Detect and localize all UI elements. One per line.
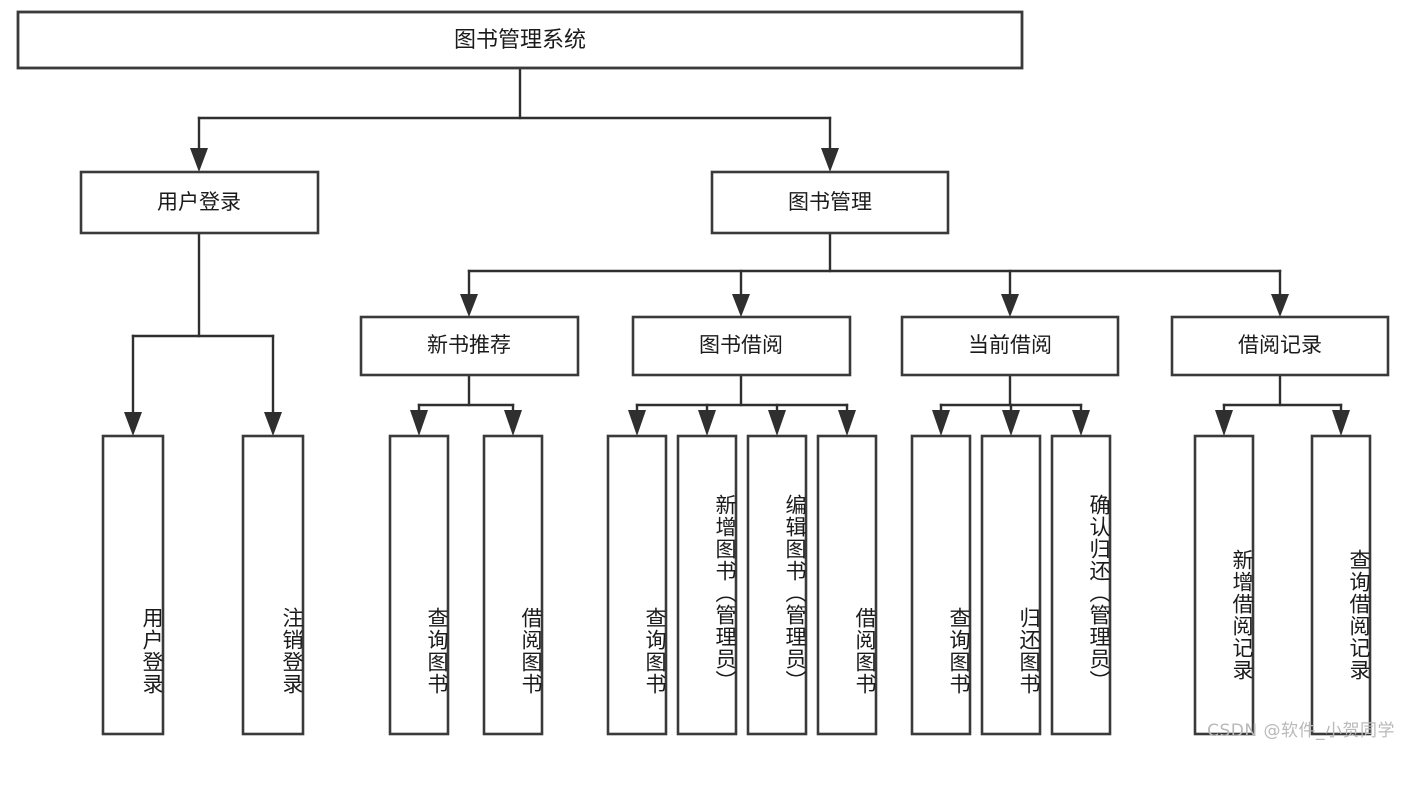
node-leaf-add-record-box[interactable] [1193, 434, 1255, 736]
arrowhead-leaf-user-logout [264, 412, 282, 436]
node-book-borrow[interactable]: 图书借阅 [631, 315, 852, 377]
node-leaf-add-book-box[interactable] [676, 434, 738, 736]
node-leaf-query-record-box[interactable] [1310, 434, 1372, 736]
node-leaf-user-logout-box[interactable] [241, 434, 305, 736]
node-user-login-label: 用户登录 [157, 190, 241, 214]
arrowhead-leaf-query-book-1 [410, 410, 428, 436]
node-current-borrow[interactable]: 当前借阅 [900, 315, 1120, 377]
arrowhead-leaf-return-book [1002, 410, 1020, 436]
node-user-login-box[interactable] [79, 170, 320, 235]
node-current-borrow-label: 当前借阅 [968, 333, 1052, 357]
connector-layer [124, 66, 1350, 436]
arrowhead-leaf-user-login [124, 412, 142, 436]
node-leaf-edit-book-box[interactable] [746, 434, 808, 736]
node-borrow-record[interactable]: 借阅记录 [1170, 315, 1390, 377]
node-new-book-recommend-box[interactable] [359, 315, 580, 377]
node-borrow-record-label: 借阅记录 [1238, 333, 1322, 357]
csdn-watermark: CSDN @软件_小贺同学 [1207, 721, 1395, 741]
arrowhead-leaf-query-book-2 [628, 410, 646, 436]
node-book-manage[interactable]: 图书管理 [710, 170, 950, 235]
arrowhead-leaf-query-record [1332, 410, 1350, 436]
arrowhead-leaf-query-book-3 [932, 410, 950, 436]
arrowhead-leaf-borrow-book-2 [838, 410, 856, 436]
arrowhead-leaf-add-book [698, 410, 716, 436]
arrowhead-leaf-edit-book [768, 410, 786, 436]
arrowhead-leaf-borrow-book-1 [504, 410, 522, 436]
node-book-borrow-label: 图书借阅 [699, 333, 783, 357]
node-borrow-record-box[interactable] [1170, 315, 1390, 377]
node-leaf-borrow-book-2-box[interactable] [816, 434, 878, 736]
arrowhead-current-borrow [1001, 294, 1019, 317]
node-leaf-borrow-book-1-box[interactable] [482, 434, 544, 736]
node-leaf-user-login-box[interactable] [101, 434, 165, 736]
node-new-book-recommend[interactable]: 新书推荐 [359, 315, 580, 377]
node-leaf-return-book-box[interactable] [980, 434, 1042, 736]
node-leaf-confirm-return-box[interactable] [1050, 434, 1112, 736]
arrowhead-borrow-record [1271, 294, 1289, 317]
arrowhead-book-borrow [732, 294, 750, 317]
node-user-login[interactable]: 用户登录 [79, 170, 320, 235]
node-book-borrow-box[interactable] [631, 315, 852, 377]
node-new-book-recommend-label: 新书推荐 [427, 333, 511, 357]
arrowhead-user-login [190, 148, 208, 172]
diagram-svg: 图书管理系统 用户登录 图书管理 新书推荐 图书借阅 当前借阅 借阅记录 [16, 10, 1390, 736]
node-root[interactable]: 图书管理系统 [16, 10, 1024, 70]
node-root-label: 图书管理系统 [454, 28, 586, 53]
arrowhead-leaf-confirm-return [1072, 410, 1090, 436]
node-current-borrow-box[interactable] [900, 315, 1120, 377]
node-root-box[interactable] [16, 10, 1024, 70]
node-leaf-query-book-3-box[interactable] [910, 434, 972, 736]
arrowhead-book-manage [821, 148, 839, 172]
diagram-canvas: 图书管理系统 用户登录 图书管理 新书推荐 图书借阅 当前借阅 借阅记录 [16, 10, 1395, 741]
arrowhead-new-book [460, 294, 478, 317]
node-book-manage-label: 图书管理 [788, 190, 872, 214]
node-leaf-query-book-1-box[interactable] [388, 434, 450, 736]
arrowhead-leaf-add-record [1215, 410, 1233, 436]
node-leaf-query-book-2-box[interactable] [606, 434, 668, 736]
node-book-manage-box[interactable] [710, 170, 950, 235]
